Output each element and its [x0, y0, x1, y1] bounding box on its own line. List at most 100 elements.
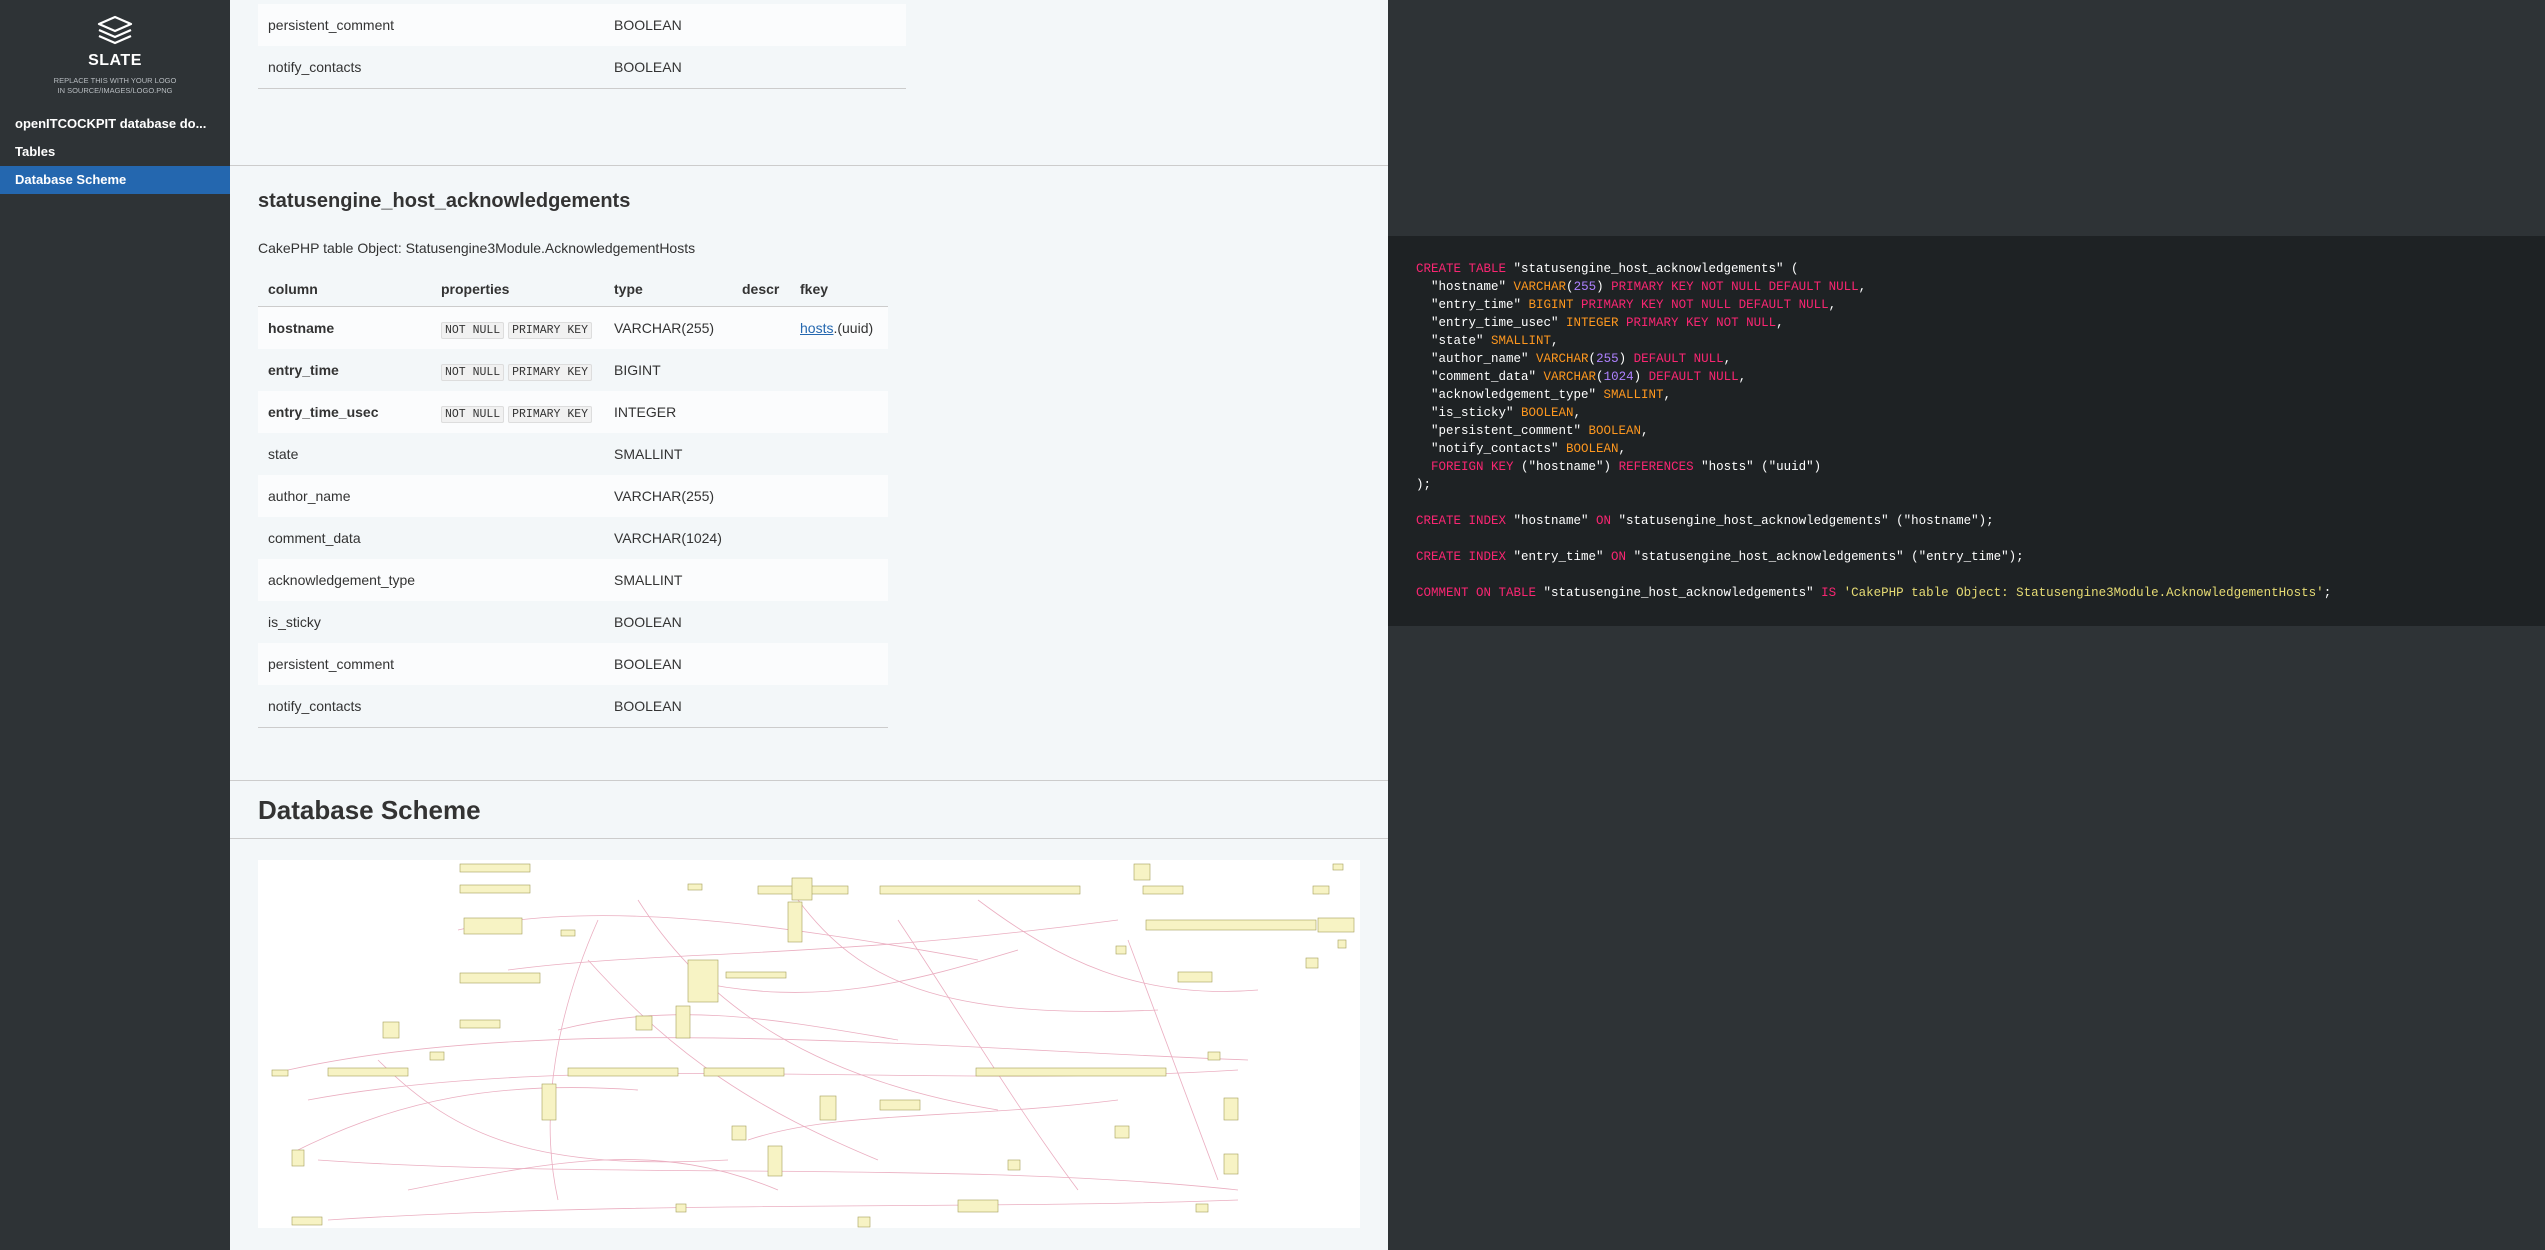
- column-fkey: hosts.(uuid): [790, 306, 888, 349]
- sql-text: "entry_time": [1506, 550, 1612, 564]
- column-descr: [732, 601, 790, 643]
- sql-text: "statusengine_host_acknowledgements": [1536, 586, 1822, 600]
- sql-keyword: CREATE TABLE: [1416, 262, 1507, 276]
- sql-text: ;: [2323, 586, 2332, 600]
- column-descr: [732, 517, 790, 559]
- table-row: comment_data VARCHAR(1024): [258, 517, 888, 559]
- logo-subtitle-line-1: REPLACE THIS WITH YOUR LOGO: [53, 76, 177, 85]
- column-descr: [732, 475, 790, 517]
- column-descr: [732, 433, 790, 475]
- column-properties: [431, 559, 604, 601]
- column-fkey: [790, 601, 888, 643]
- sql-number: 255: [1573, 280, 1597, 294]
- column-type: BIGINT: [604, 349, 732, 391]
- sql-keyword: COMMENT ON TABLE: [1416, 586, 1537, 600]
- previous-columns-table: persistent_comment BOOLEAN notify_contac…: [258, 4, 906, 89]
- column-name: persistent_comment: [258, 643, 431, 685]
- column-name: is_sticky: [258, 601, 431, 643]
- column-fkey: [790, 643, 888, 685]
- column-name: comment_data: [258, 517, 431, 559]
- sql-type: BOOLEAN: [1566, 442, 1619, 456]
- table-row: acknowledgement_type SMALLINT: [258, 559, 888, 601]
- sql-text: ("hostname"): [1513, 460, 1619, 474]
- sql-text: "entry_time": [1416, 298, 1529, 312]
- sql-text: "entry_time_usec": [1416, 316, 1567, 330]
- sidebar-item-tables[interactable]: Tables: [15, 144, 56, 159]
- database-scheme-diagram[interactable]: [258, 860, 1360, 1228]
- sql-keyword: FOREIGN KEY: [1416, 460, 1514, 474]
- sql-type: SMALLINT: [1603, 388, 1664, 402]
- column-descr: [732, 559, 790, 601]
- sql-code-block: CREATE TABLE "statusengine_host_acknowle…: [1388, 236, 2545, 626]
- sql-type: SMALLINT: [1491, 334, 1552, 348]
- column-type: VARCHAR(255): [604, 306, 732, 349]
- column-fkey: [790, 559, 888, 601]
- column-type: SMALLINT: [604, 559, 732, 601]
- table-row: author_name VARCHAR(255): [258, 475, 888, 517]
- sql-keyword: ON: [1611, 550, 1627, 564]
- sql-number: 1024: [1603, 370, 1634, 384]
- section-divider: [230, 780, 1388, 781]
- column-name: acknowledgement_type: [258, 559, 431, 601]
- column-type: VARCHAR(255): [604, 475, 732, 517]
- column-properties: NOT NULL PRIMARY KEY: [431, 391, 604, 433]
- property-badge: PRIMARY KEY: [508, 363, 593, 381]
- sidebar-item-doc-title[interactable]: openITCOCKPIT database do...: [15, 116, 207, 131]
- header-fkey: fkey: [790, 272, 888, 307]
- table-description: CakePHP table Object: Statusengine3Modul…: [258, 240, 696, 256]
- column-name: notify_contacts: [258, 685, 431, 728]
- table-row: persistent_comment BOOLEAN: [258, 643, 888, 685]
- fkey-link-hosts[interactable]: hosts: [800, 320, 834, 336]
- sql-keyword: PRIMARY KEY NOT NULL DEFAULT NULL: [1573, 298, 1829, 312]
- sql-keyword: ON: [1596, 514, 1612, 528]
- sql-text: );: [1416, 478, 1432, 492]
- header-type: type: [604, 272, 732, 307]
- table-row: state SMALLINT: [258, 433, 888, 475]
- sql-type: VARCHAR: [1543, 370, 1597, 384]
- column-properties: [431, 643, 604, 685]
- main-content: persistent_comment BOOLEAN notify_contac…: [230, 0, 1388, 1250]
- stack-logo-icon: [97, 15, 133, 45]
- er-diagram-graphic: [271, 863, 1355, 1228]
- column-descr: [732, 391, 790, 433]
- sql-keyword: DEFAULT NULL: [1641, 370, 1739, 384]
- column-properties: [431, 601, 604, 643]
- table-row: notify_contacts BOOLEAN: [258, 685, 888, 728]
- sql-number: 255: [1596, 352, 1619, 366]
- property-badge: NOT NULL: [441, 363, 505, 381]
- column-name: notify_contacts: [258, 46, 604, 89]
- sidebar-item-database-scheme[interactable]: Database Scheme: [0, 166, 230, 194]
- sql-text: "persistent_comment": [1416, 424, 1589, 438]
- sql-type: VARCHAR: [1513, 280, 1567, 294]
- column-type: BOOLEAN: [604, 46, 906, 89]
- property-badge: PRIMARY KEY: [508, 405, 593, 423]
- sql-text: "hostname": [1416, 280, 1514, 294]
- table-header-row: column properties type descr fkey: [258, 272, 888, 307]
- column-name: author_name: [258, 475, 431, 517]
- sql-text: "statusengine_host_acknowledgements" (: [1506, 262, 1799, 276]
- column-fkey: [790, 349, 888, 391]
- sql-keyword: REFERENCES: [1618, 460, 1694, 474]
- sql-type: INTEGER: [1566, 316, 1619, 330]
- column-fkey: [790, 685, 888, 728]
- column-type: BOOLEAN: [604, 601, 732, 643]
- logo-title: SLATE: [88, 52, 142, 69]
- sql-code: CREATE TABLE "statusengine_host_acknowle…: [1416, 262, 2332, 600]
- sql-type: BIGINT: [1528, 298, 1574, 312]
- column-name: hostname: [258, 306, 431, 349]
- sql-keyword: PRIMARY KEY NOT NULL: [1618, 316, 1777, 330]
- column-type: INTEGER: [604, 391, 732, 433]
- sql-text: "statusengine_host_acknowledgements" ("h…: [1611, 514, 1994, 528]
- sql-type: VARCHAR: [1536, 352, 1589, 366]
- logo[interactable]: SLATE REPLACE THIS WITH YOUR LOGO IN SOU…: [0, 0, 230, 96]
- columns-table: column properties type descr fkey hostna…: [258, 272, 888, 728]
- column-properties: [431, 433, 604, 475]
- property-badge: NOT NULL: [441, 321, 505, 339]
- column-properties: NOT NULL PRIMARY KEY: [431, 349, 604, 391]
- column-type: SMALLINT: [604, 433, 732, 475]
- sql-keyword: CREATE INDEX: [1416, 550, 1507, 564]
- column-fkey: [790, 517, 888, 559]
- column-properties: [431, 475, 604, 517]
- column-type: VARCHAR(1024): [604, 517, 732, 559]
- sidebar: SLATE REPLACE THIS WITH YOUR LOGO IN SOU…: [0, 0, 230, 1250]
